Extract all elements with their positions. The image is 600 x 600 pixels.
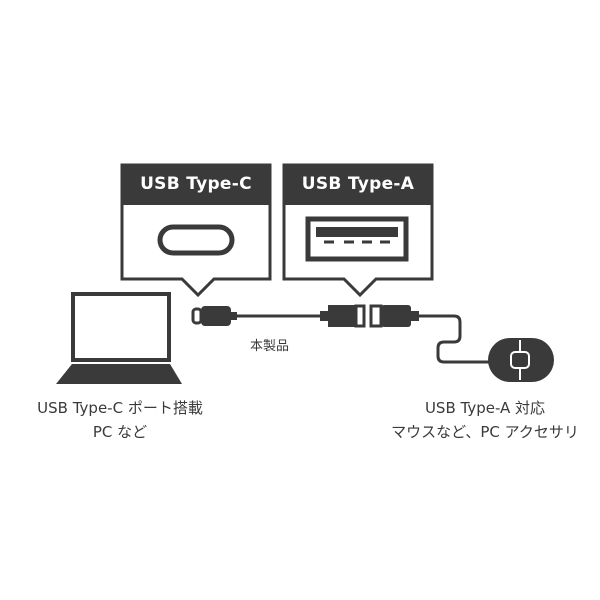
accessory-caption-line-1: USB Type-A 対応	[424, 399, 546, 417]
usb-a-plug-icon	[369, 304, 419, 328]
usb-type-c-callout-frame	[120, 163, 272, 298]
accessory-caption-line-2: マウスなど、PC アクセサリ	[391, 423, 579, 441]
usb-type-a-callout-frame	[282, 163, 434, 298]
pc-caption-line-1: USB Type-C ポート搭載	[37, 399, 203, 417]
usb-a-port-icon	[305, 216, 409, 262]
mouse-cord	[419, 314, 490, 364]
usb-type-a-callout: USB Type-A	[282, 163, 434, 323]
accessory-caption: USB Type-A 対応 マウスなど、PC アクセサリ	[370, 396, 600, 444]
cable-label: 本製品	[250, 339, 290, 354]
usb-a-receptacle-icon	[320, 304, 366, 328]
pc-caption-line-2: PC など	[92, 423, 148, 441]
pc-caption: USB Type-C ポート搭載 PC など	[0, 396, 240, 444]
usb-type-a-label: USB Type-A	[301, 174, 415, 194]
usb-type-c-callout: USB Type-C	[120, 163, 272, 323]
usb-c-plug-icon	[191, 306, 237, 326]
laptop-icon	[56, 292, 182, 384]
mouse-icon	[488, 338, 554, 382]
usb-type-c-label: USB Type-C	[140, 174, 252, 194]
usb-c-port-icon	[157, 224, 235, 256]
